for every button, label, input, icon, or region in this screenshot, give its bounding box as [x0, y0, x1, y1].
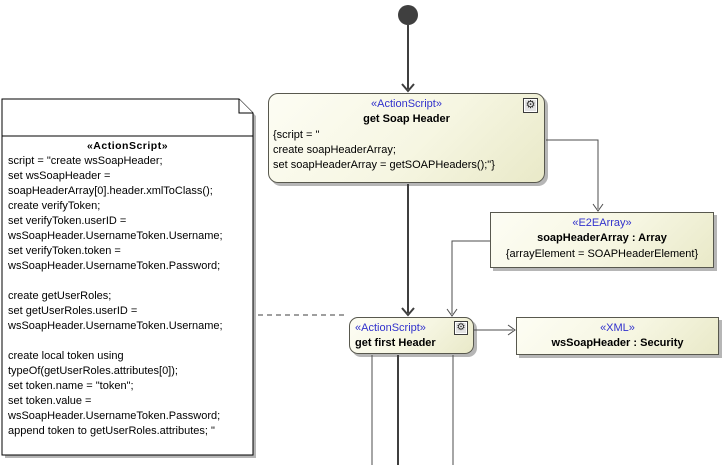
behavior-gear-icon: ⚙ [523, 98, 538, 113]
action-get-first-header[interactable]: «ActionScript» get first Header ⚙ [349, 317, 474, 354]
object-soap-header-array[interactable]: «E2EArray» soapHeaderArray : Array {arra… [490, 212, 714, 268]
note-script-text: script = "create wsSoapHeader; set wsSoa… [8, 155, 223, 437]
note-fold-corner-icon [238, 99, 253, 114]
object-stereotype: «E2EArray» [572, 217, 632, 229]
initial-node[interactable] [398, 5, 418, 25]
object-name: wsSoapHeader : Security [551, 337, 684, 349]
object-flow-get-soap-header-to-array[interactable] [546, 139, 604, 212]
object-constraint: {arrayElement = SOAPHeaderElement} [505, 248, 699, 260]
control-flow-get-soap-header-to-get-first-header[interactable] [401, 184, 415, 317]
note-actionscript[interactable]: «ActionScript» script = "create wsSoapHe… [4, 139, 251, 439]
object-flow-get-first-header-to-ws-soap-header[interactable] [474, 324, 516, 336]
object-name: soapHeaderArray : Array [537, 232, 667, 244]
note-stereotype: «ActionScript» [86, 140, 169, 152]
object-flow-array-to-get-first-header[interactable] [446, 240, 490, 317]
action-stereotype: «ActionScript» [371, 98, 442, 110]
action-name: get first Header [355, 337, 436, 349]
action-get-soap-header[interactable]: «ActionScript» get Soap Header {script =… [268, 93, 545, 183]
action-name: get Soap Header [363, 113, 450, 125]
object-stereotype: «XML» [600, 322, 635, 334]
control-flow-start-to-get-soap-header[interactable] [401, 25, 415, 93]
object-ws-soap-header[interactable]: «XML» wsSoapHeader : Security [516, 317, 719, 355]
action-script-body: {script = " create soapHeaderArray; set … [273, 129, 495, 171]
behavior-gear-icon: ⚙ [454, 321, 468, 335]
action-stereotype: «ActionScript» [355, 322, 426, 334]
